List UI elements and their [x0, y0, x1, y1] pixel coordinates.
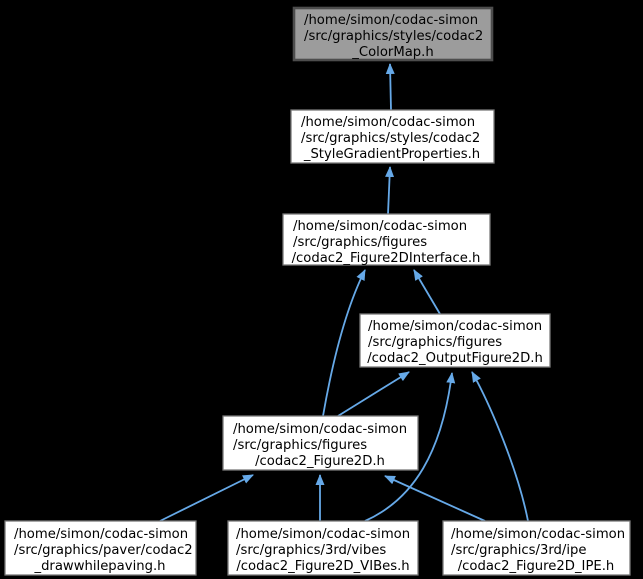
edge-figure2d-ipe-to-output-figure2d: [471, 371, 529, 522]
node-label-line: /home/simon/codac-simon: [304, 13, 478, 28]
edge-figure2d-vibes-to-output-figure2d: [364, 372, 456, 522]
node-label-line: /src/graphics/styles/codac2: [301, 131, 480, 146]
node-label-line: _ColorMap.h: [351, 45, 433, 60]
node-label-line: /home/simon/codac-simon: [451, 527, 625, 542]
node-drawwhilepaving-box[interactable]: [4, 520, 197, 576]
node-figure2d-interface[interactable]: /home/simon/codac-simon /src/graphics/fi…: [282, 213, 491, 266]
node-colormap: /home/simon/codac-simon /src/graphics/st…: [292, 6, 494, 62]
edge-output-figure2d-to-figure2d-interface: [413, 269, 441, 315]
node-label-line: _StyleGradientProperties.h: [303, 147, 480, 162]
node-figure2d-interface-box[interactable]: [282, 213, 491, 266]
node-label-line: /codac2_Figure2D.h: [255, 454, 385, 469]
edge-figure2d-to-figure2d-interface: [322, 269, 366, 417]
node-label-line: /src/graphics/3rd/vibes: [236, 543, 386, 558]
node-figure2d-ipe-box[interactable]: [442, 520, 631, 576]
node-label-line: /home/simon/codac-simon: [301, 115, 475, 130]
node-drawwhilepaving[interactable]: /home/simon/codac-simon /src/graphics/pa…: [4, 520, 197, 576]
node-style-gradient-properties[interactable]: /home/simon/codac-simon /src/graphics/st…: [290, 109, 495, 164]
node-label-line: /src/graphics/figures: [293, 235, 427, 250]
node-label-line: /codac2_Figure2DInterface.h: [292, 251, 481, 266]
node-label-line: /codac2_OutputFigure2D.h: [367, 351, 543, 366]
node-label-line: _drawwhilepaving.h: [33, 559, 165, 574]
node-label-line: /src/graphics/paver/codac2: [14, 543, 193, 558]
edge-style-gradient-properties-to-colormap: [385, 63, 395, 111]
edge-figure2d-to-output-figure2d: [337, 371, 410, 417]
node-label-line: /src/graphics/styles/codac2: [304, 29, 483, 44]
node-label-line: /home/simon/codac-simon: [233, 422, 407, 437]
node-label-line: /src/graphics/figures: [368, 335, 502, 350]
node-figure2d-ipe[interactable]: /home/simon/codac-simon /src/graphics/3r…: [442, 520, 631, 576]
node-style-gradient-properties-box[interactable]: [290, 109, 495, 164]
node-figure2d-vibes[interactable]: /home/simon/codac-simon /src/graphics/3r…: [227, 520, 419, 576]
node-label-line: /home/simon/codac-simon: [236, 527, 410, 542]
node-label-line: /codac2_Figure2D_VIBes.h: [236, 559, 409, 574]
node-colormap-box: [292, 6, 494, 62]
node-label-line: /home/simon/codac-simon: [368, 319, 542, 334]
node-label-line: /home/simon/codac-simon: [293, 219, 467, 234]
node-label-line: /home/simon/codac-simon: [14, 527, 188, 542]
node-label-line: /src/graphics/3rd/ipe: [451, 543, 587, 558]
edge-drawwhilepaving-to-figure2d: [159, 474, 254, 522]
node-output-figure2d[interactable]: /home/simon/codac-simon /src/graphics/fi…: [359, 313, 551, 368]
node-figure2d[interactable]: /home/simon/codac-simon /src/graphics/fi…: [222, 415, 419, 471]
node-figure2d-vibes-box[interactable]: [227, 520, 419, 576]
node-label-line: /codac2_Figure2D_IPE.h: [458, 559, 615, 574]
edge-figure2d-interface-to-style-gradient-properties: [385, 166, 395, 215]
edge-figure2d-ipe-to-figure2d: [384, 475, 486, 522]
node-output-figure2d-box[interactable]: [359, 313, 551, 368]
node-label-line: /src/graphics/figures: [233, 438, 367, 453]
node-figure2d-box[interactable]: [222, 415, 419, 471]
